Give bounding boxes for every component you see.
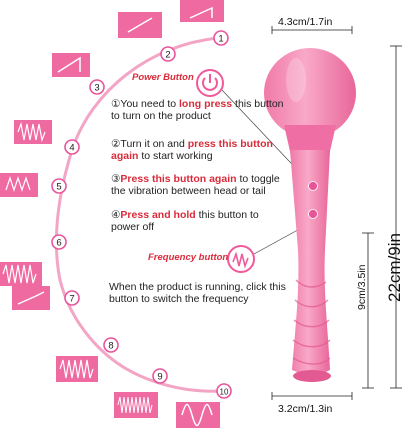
step-text-pre: Turn it on and [120, 138, 188, 150]
mode-number-3: 3 [94, 83, 99, 94]
step-text-post: this button to power off [111, 209, 259, 233]
wand-power-button [308, 181, 318, 191]
mode-icons [0, 0, 224, 428]
mode-dot-5 [51, 178, 67, 194]
mode-icon-9 [114, 392, 158, 418]
mode-number-2: 2 [165, 50, 170, 61]
step-text-post: to start working [138, 149, 213, 162]
step-highlight: Press and hold [120, 209, 196, 221]
mode-icon-6 [0, 262, 42, 286]
mode-number-dots: 1 2 3 4 5 6 7 8 9 10 [51, 30, 232, 399]
mode-dot-9 [152, 368, 168, 384]
power-button-icon [196, 69, 224, 97]
mode-number-1: 1 [218, 34, 223, 45]
mode-icon-1 [118, 12, 162, 38]
step-text-post: to toggle the vibration between head or … [111, 173, 280, 197]
mode-icon-2 [180, 0, 224, 22]
instruction-step-2: ②Turn it on and press this button again … [111, 138, 286, 162]
total-length-label: 22cm/9in [385, 233, 404, 302]
step-number: ② [111, 138, 121, 150]
mode-dot-10 [216, 383, 232, 399]
step-highlight: long press [179, 98, 233, 110]
step-number: ① [111, 98, 121, 110]
mode-number-4: 4 [69, 143, 74, 154]
frequency-button-icon [227, 245, 255, 273]
step-number: ④ [111, 209, 121, 221]
mode-dot-8 [103, 337, 119, 353]
instruction-step-4: ④Press and hold this button to power off [111, 209, 286, 233]
mode-dot-4 [64, 139, 80, 155]
mode-dot-6 [51, 234, 67, 250]
mode-icon-7 [12, 286, 50, 310]
instruction-step-1: ①You need to long press this button to t… [111, 98, 286, 122]
instruction-step-3: ③Press this button again to toggle the v… [111, 173, 286, 197]
mode-icon-3 [52, 53, 90, 77]
mode-dot-1 [213, 30, 229, 46]
step-number: ③ [111, 173, 121, 185]
mode-number-6: 6 [56, 238, 61, 249]
wand-frequency-button [308, 209, 318, 219]
mode-dot-3 [89, 79, 105, 95]
mode-number-10: 10 [220, 388, 229, 397]
base-width-label: 3.2cm/1.3in [278, 403, 333, 415]
mode-icon-4 [14, 120, 52, 144]
mode-icon-10 [176, 402, 220, 428]
frequency-button-label: Frequency button [148, 252, 229, 263]
mode-number-8: 8 [108, 341, 113, 352]
mode-icon-8 [56, 356, 98, 382]
step-highlight: press this button again [111, 138, 273, 162]
mode-dot-7 [64, 290, 80, 306]
step-text-pre: You need to [120, 98, 180, 110]
dimension-lines [271, 26, 402, 400]
product-wand [264, 48, 356, 382]
handle-length-label: 9cm/3.5in [356, 264, 368, 310]
mode-number-9: 9 [157, 372, 162, 383]
step-text-post: this button to turn on the product [111, 98, 284, 122]
step-highlight: Press this button again [120, 173, 237, 185]
mode-icon-5 [0, 173, 38, 197]
head-width-label: 4.3cm/1.7in [278, 16, 333, 28]
power-button-label: Power Button [132, 72, 194, 83]
mode-number-5: 5 [56, 182, 61, 193]
mode-dot-2 [160, 46, 176, 62]
mode-number-7: 7 [69, 294, 74, 305]
frequency-description: When the product is running, click this … [109, 281, 286, 305]
